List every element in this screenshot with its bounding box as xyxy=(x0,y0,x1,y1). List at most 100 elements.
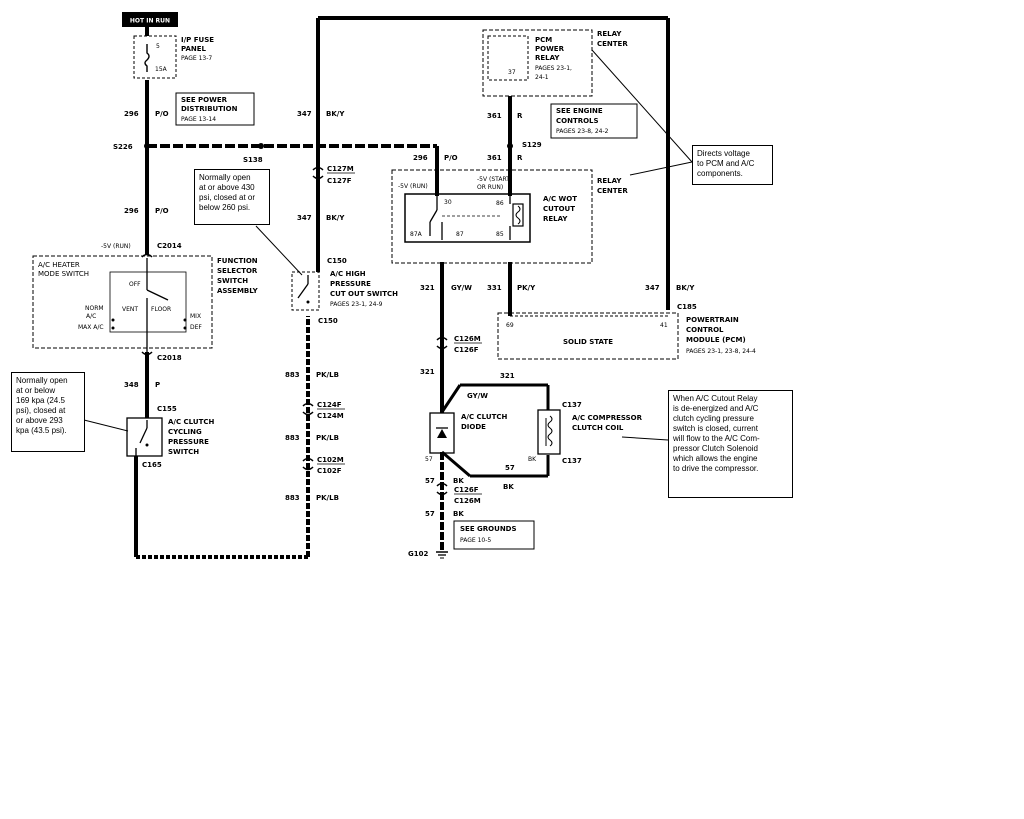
c2014-connector xyxy=(141,253,153,258)
wire-347-b-number: 347 xyxy=(297,214,312,222)
wire-57-d-color: BK xyxy=(528,456,537,463)
fuse-rating: 15A xyxy=(155,66,168,73)
c150-bottom-label: C150 xyxy=(318,317,338,325)
wire-883-c-color: PK/LB xyxy=(316,494,339,502)
c102f-label: C102F xyxy=(317,467,342,475)
wot-relay-voltage-left: -5V (RUN) xyxy=(398,183,428,190)
wire-57-c-number: 57 xyxy=(425,510,435,518)
cycling-note-line-3: 169 kpa (24.5 xyxy=(16,396,65,405)
c127-connector-bottom xyxy=(312,175,324,180)
ground-label: G102 xyxy=(408,550,428,558)
splice-s138-label: S138 xyxy=(243,156,263,164)
cutout-note-line-8: to drive the compressor. xyxy=(673,464,759,473)
engine-controls-3: PAGES 23-8, 24-2 xyxy=(556,128,609,135)
c185-label: C185 xyxy=(677,303,697,311)
cutout-note-line-7: which allows the engine xyxy=(673,454,758,463)
c124-connector-bottom xyxy=(302,411,314,416)
diode-icon xyxy=(437,429,447,438)
cutout-note-line-4: switch is closed, current xyxy=(673,424,758,433)
power-distribution-box xyxy=(175,92,255,126)
wot-relay-label-2: CUTOUT xyxy=(543,205,575,213)
mode-pos-vent: VENT xyxy=(122,306,138,313)
mode-contact-3 xyxy=(183,318,187,322)
wire-348-number: 348 xyxy=(124,381,139,389)
fuse-panel-label-2: PANEL xyxy=(181,45,207,53)
wire-57-d-number: 57 xyxy=(425,456,433,463)
function-selector-3: SWITCH xyxy=(217,277,248,285)
compressor-coil-2: CLUTCH COIL xyxy=(572,424,624,432)
mode-switch-label-1: A/C HEATER xyxy=(38,261,80,269)
hot-in-run-bar xyxy=(122,12,178,27)
splice-s226-dot xyxy=(144,143,150,149)
fuse-number: 5 xyxy=(156,43,160,50)
power-distribution-1: SEE POWER xyxy=(181,96,228,104)
c2014-label: C2014 xyxy=(157,242,182,250)
wire-321-c-color: GY/W xyxy=(467,392,488,400)
cycling-switch-2: CYCLING xyxy=(168,428,202,436)
wot-relay-label-3: RELAY xyxy=(543,215,568,223)
relay-note-line-2: to PCM and A/C xyxy=(697,159,755,168)
pcm-relay-label-2: POWER xyxy=(535,45,565,53)
c127f-label: C127F xyxy=(327,177,352,185)
relay-switch-arm xyxy=(429,209,438,223)
relay-center-mid-2: CENTER xyxy=(597,187,628,195)
cutout-note-line-6: pressor Clutch Solenoid xyxy=(673,444,758,453)
mode-pos-ac: A/C xyxy=(86,313,96,320)
c2018-label: C2018 xyxy=(157,354,182,362)
pcm-label-3: MODULE (PCM) xyxy=(686,336,746,344)
c155-label: C155 xyxy=(157,405,177,413)
relay-coil-winding-icon xyxy=(515,205,521,225)
cutout-note-leader xyxy=(621,436,669,441)
pcm-box xyxy=(497,312,679,360)
mode-switch-box xyxy=(32,255,213,349)
engine-controls-box xyxy=(550,103,638,139)
engine-controls-2: CONTROLS xyxy=(556,117,599,125)
hp-switch-arm xyxy=(297,283,309,299)
c126m-a-label: C126M xyxy=(454,335,481,343)
pcm-label-4: PAGES 23-1, 23-8, 24-4 xyxy=(686,348,756,355)
pcm-relay-label-5: 24-1 xyxy=(535,74,549,81)
splice-s129-label: S129 xyxy=(522,141,542,149)
wire-321-b-number: 321 xyxy=(420,368,435,376)
fuse-panel-box xyxy=(133,35,177,79)
wire-361-a-number: 361 xyxy=(487,112,502,120)
cutout-note-line-5: will flow to the A/C Com- xyxy=(673,434,760,443)
wire-347-a-color: BK/Y xyxy=(326,110,345,118)
splice-s226-label: S226 xyxy=(113,143,133,151)
pcm-relay-label-3: RELAY xyxy=(535,54,560,62)
mode-pos-mix: MIX xyxy=(190,313,201,320)
mode-contact-4 xyxy=(183,326,187,330)
c150-top-label: C150 xyxy=(327,257,347,265)
pcm-pin-69: 69 xyxy=(506,322,514,329)
mode-pos-floor: FLOOR xyxy=(151,306,171,313)
fuse-panel-label-1: I/P FUSE xyxy=(181,36,214,44)
cycling-note-line-1: Normally open xyxy=(16,376,68,385)
c124m-label: C124M xyxy=(317,412,344,420)
c126-lower-connector-top xyxy=(436,482,448,487)
relay-center-box xyxy=(391,169,593,264)
pcm-pin-41: 41 xyxy=(660,322,668,329)
pcm-relay-pin: 37 xyxy=(508,69,516,76)
pcm-state: SOLID STATE xyxy=(563,338,613,346)
mode-pos-norm: NORM xyxy=(85,305,104,312)
cycling-note-line-6: kpa (43.5 psi). xyxy=(16,426,67,435)
relay-center-note: Directs voltage to PCM and A/C component… xyxy=(692,145,773,185)
coil-winding-icon xyxy=(545,415,553,447)
c126f-a-label: C126F xyxy=(454,346,479,354)
wot-relay-box xyxy=(404,193,531,243)
relay-center-top-2: CENTER xyxy=(597,40,628,48)
function-selector-4: ASSEMBLY xyxy=(217,287,259,295)
wire-57-c-color: BK xyxy=(453,510,464,518)
relay-note-leader-1 xyxy=(629,161,693,176)
mode-contact-2 xyxy=(111,326,115,330)
c165-label: C165 xyxy=(142,461,162,469)
cutout-note-line-1: When A/C Cutout Relay xyxy=(673,394,758,403)
c137-a-label: C137 xyxy=(562,401,582,409)
wot-relay-voltage-right-2: OR RUN) xyxy=(477,184,503,191)
c102m-label: C102M xyxy=(317,456,344,464)
c124f-label: C124F xyxy=(317,401,342,409)
compressor-coil-1: A/C COMPRESSOR xyxy=(572,414,643,422)
wire-347-c-color: BK/Y xyxy=(676,284,695,292)
pcm-relay-label-4: PAGES 23-1, xyxy=(535,65,572,72)
